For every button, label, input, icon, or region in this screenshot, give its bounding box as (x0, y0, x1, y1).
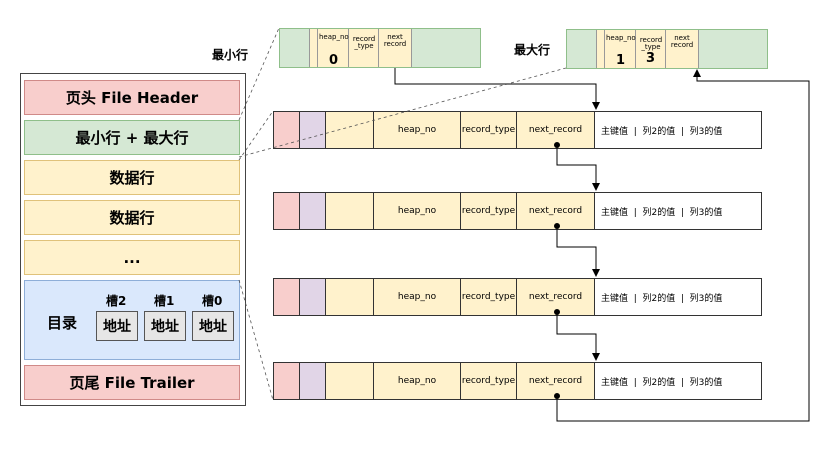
heap-no-value: 0 (329, 53, 339, 68)
next-pointer (556, 145, 600, 191)
min-record-cell (309, 29, 318, 67)
column-values: 主键值 | 列2的值 | 列3的值 (601, 377, 723, 388)
column-values: 主键值 | 列2的值 | 列3的值 (601, 207, 723, 218)
projection-line (238, 279, 274, 401)
pointer-origin-dot (554, 223, 560, 229)
max-record-heap-no: heap_no 1 (605, 30, 636, 68)
next-record-cell: next_record (517, 193, 595, 229)
heap-no-label: heap_no (319, 33, 349, 41)
data-record: heap_no record_type next_record 主键值 | 列2… (273, 192, 762, 230)
record-type-cell: record_type (461, 363, 517, 399)
record-cell (326, 363, 374, 399)
page-structure: 页头 File Header 最小行 + 最大行 数据行 数据行 ... 目录 … (20, 73, 246, 406)
max-record-label: 最大行 (514, 43, 551, 57)
record-cell (300, 363, 326, 399)
data-row: 数据行 (24, 160, 240, 195)
pointer-origin-dot (554, 393, 560, 399)
heap-no-value: 1 (616, 53, 626, 68)
max-record: heap_no 1 record _type 3 next record (566, 29, 768, 69)
max-record-cell (596, 30, 605, 68)
next-pointer (556, 312, 600, 361)
slot-label: 槽0 (202, 294, 223, 308)
next-record-cell: next_record (517, 279, 595, 315)
data-record: heap_no record_type next_record 主键值 | 列2… (273, 278, 762, 316)
heap-no-cell: heap_no (374, 112, 461, 148)
record-cell (300, 279, 326, 315)
min-record-next: next record (379, 29, 412, 67)
record-cell (274, 193, 300, 229)
max-record-next: next record (666, 30, 699, 68)
projection-line (238, 110, 274, 161)
last-to-max-pointer (556, 69, 810, 422)
pointer-origin-dot (554, 309, 560, 315)
projection-line (238, 67, 567, 158)
record-type-cell: record_type (461, 193, 517, 229)
record-cell (300, 193, 326, 229)
file-trailer: 页尾 File Trailer (24, 365, 240, 400)
record-cell (274, 279, 300, 315)
max-record-type: record _type 3 (636, 30, 666, 68)
file-header: 页头 File Header (24, 80, 240, 115)
column-values: 主键值 | 列2的值 | 列3的值 (601, 126, 723, 137)
record-cell (274, 112, 300, 148)
heap-no-cell: heap_no (374, 363, 461, 399)
column-values: 主键值 | 列2的值 | 列3的值 (601, 293, 723, 304)
slot-address: 地址 (144, 311, 186, 341)
record-type-label: record _type (639, 36, 663, 51)
projection-line (238, 27, 280, 121)
heap-no-cell: heap_no (374, 279, 461, 315)
next-record-label: next record (383, 33, 407, 48)
data-record: heap_no record_type next_record 主键值 | 列2… (273, 362, 762, 400)
record-cell (326, 112, 374, 148)
next-record-cell: next_record (517, 112, 595, 148)
next-record-label: next record (670, 34, 694, 49)
next-pointer (556, 226, 600, 277)
pointer-origin-dot (554, 142, 560, 148)
record-type-value: 3 (646, 51, 656, 66)
slot-address: 地址 (192, 311, 234, 341)
slot-label: 槽2 (106, 294, 127, 308)
min-record: heap_no 0 record _type next record (279, 28, 481, 68)
min-to-first-pointer (394, 68, 600, 110)
slot-label: 槽1 (154, 294, 175, 308)
min-record-heap-no: heap_no 0 (318, 29, 349, 68)
min-record-label: 最小行 (212, 48, 249, 62)
infimum-supremum: 最小行 + 最大行 (24, 120, 240, 155)
data-record: heap_no record_type next_record 主键值 | 列2… (273, 111, 762, 149)
directory-label: 目录 (47, 314, 78, 332)
next-record-cell: next_record (517, 363, 595, 399)
record-type-cell: record_type (461, 112, 517, 148)
record-type-label: record _type (352, 35, 376, 50)
record-cell (326, 193, 374, 229)
record-cell (326, 279, 374, 315)
record-cell (274, 363, 300, 399)
slot-address: 地址 (96, 311, 138, 341)
data-row: 数据行 (24, 200, 240, 235)
page-directory: 目录 槽2 地址 槽1 地址 槽0 地址 (24, 280, 240, 360)
heap-no-cell: heap_no (374, 193, 461, 229)
record-type-cell: record_type (461, 279, 517, 315)
min-record-type: record _type (349, 29, 379, 67)
heap-no-label: heap_no (606, 34, 636, 42)
record-cell (300, 112, 326, 148)
ellipsis-row: ... (24, 240, 240, 275)
